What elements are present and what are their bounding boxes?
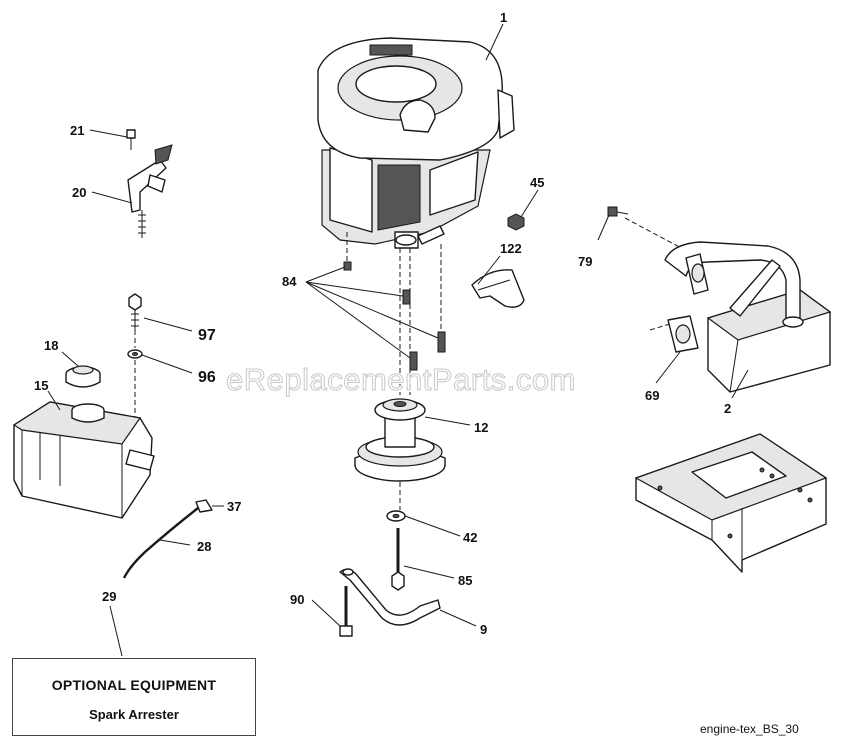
diagram-reference-code: engine-tex_BS_30	[700, 722, 799, 736]
bolt-90[interactable]	[339, 586, 353, 637]
optional-equipment-title: OPTIONAL EQUIPMENT	[51, 677, 217, 693]
callout-labels: 1 21 20 45 122 79 84 97 18 96 15 69 2 12…	[34, 10, 731, 637]
deflector-122[interactable]	[471, 269, 525, 308]
washer-96[interactable]	[127, 349, 143, 359]
callout-85: 85	[458, 573, 472, 588]
clamp-37[interactable]	[195, 499, 213, 513]
engine-part[interactable]	[317, 37, 515, 249]
callout-12: 12	[474, 420, 488, 435]
engine-mount-plate[interactable]	[634, 433, 828, 573]
bolts-84[interactable]	[343, 261, 446, 371]
screw-21[interactable]	[126, 129, 136, 150]
callout-21: 21	[70, 123, 84, 138]
callout-84: 84	[282, 274, 297, 289]
callout-42: 42	[463, 530, 477, 545]
callout-90: 90	[290, 592, 304, 607]
callout-122: 122	[500, 241, 522, 256]
leader-lines	[47, 23, 749, 657]
callout-28: 28	[197, 539, 211, 554]
fuel-cap-18[interactable]	[65, 365, 101, 388]
bracket-9[interactable]	[339, 568, 441, 626]
callout-96: 96	[198, 369, 216, 386]
callout-20: 20	[72, 185, 86, 200]
callout-29: 29	[102, 589, 116, 604]
fuel-line-28[interactable]	[122, 507, 199, 579]
callout-37: 37	[227, 499, 241, 514]
fuel-tank-15[interactable]	[12, 401, 155, 519]
washer-42[interactable]	[386, 510, 406, 522]
pulley-12[interactable]	[354, 398, 446, 482]
optional-equipment-box: OPTIONAL EQUIPMENT Spark Arrester	[12, 658, 256, 736]
bolt-97[interactable]	[128, 293, 142, 330]
callout-15: 15	[34, 378, 48, 393]
callout-18: 18	[44, 338, 58, 353]
spark-arrester-label[interactable]: Spark Arrester	[89, 707, 179, 722]
callout-97: 97	[198, 327, 216, 344]
callout-9: 9	[480, 622, 487, 637]
callout-45: 45	[530, 175, 544, 190]
muffler-2[interactable]	[664, 241, 832, 393]
callout-69: 69	[645, 388, 659, 403]
callout-2: 2	[724, 401, 731, 416]
gasket-69[interactable]	[667, 315, 699, 353]
screw-79[interactable]	[607, 206, 629, 217]
nut-45[interactable]	[507, 213, 525, 231]
throttle-control-20[interactable]	[127, 144, 173, 238]
callout-1: 1	[500, 10, 507, 25]
watermark: eReplacementParts.com	[226, 362, 576, 397]
bolt-85[interactable]	[391, 528, 405, 591]
callout-79: 79	[578, 254, 592, 269]
